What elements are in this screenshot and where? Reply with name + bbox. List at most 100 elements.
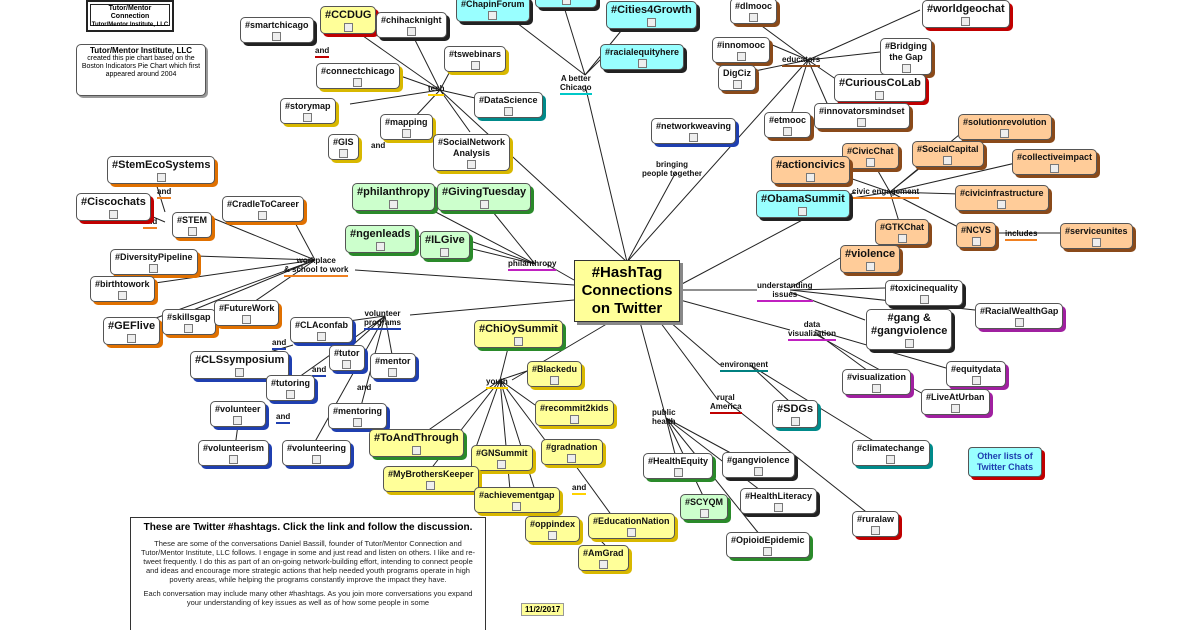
link-icon[interactable] bbox=[470, 61, 480, 70]
node-educationnation[interactable]: #EducationNation bbox=[588, 513, 675, 539]
node-worldgeochat[interactable]: #worldgeochat bbox=[922, 0, 1010, 28]
link-icon[interactable] bbox=[971, 237, 981, 246]
link-icon[interactable] bbox=[753, 467, 763, 476]
node-socialcapital[interactable]: #SocialCapital bbox=[912, 141, 984, 167]
link-icon[interactable] bbox=[673, 468, 683, 477]
link-icon[interactable] bbox=[971, 376, 981, 385]
node-digciz[interactable]: DigCiz bbox=[718, 65, 756, 91]
node-cradletocareer[interactable]: #CradleToCareer bbox=[222, 196, 304, 222]
node-climatechange[interactable]: #climatechange bbox=[852, 440, 930, 466]
link-icon[interactable] bbox=[857, 118, 867, 127]
node-tswebinars[interactable]: #tswebinars bbox=[444, 46, 507, 72]
link-icon[interactable] bbox=[343, 23, 353, 32]
node-stem[interactable]: #STEM bbox=[172, 212, 213, 238]
link-icon[interactable] bbox=[699, 509, 709, 518]
link-icon[interactable] bbox=[550, 376, 560, 385]
tutor-mentor-logo[interactable]: Tutor/Mentor Connection Tutor/Mentor Ins… bbox=[86, 0, 174, 32]
link-icon[interactable] bbox=[479, 200, 489, 209]
link-icon[interactable] bbox=[763, 547, 773, 556]
link-icon[interactable] bbox=[897, 234, 907, 243]
link-icon[interactable] bbox=[901, 64, 911, 73]
node-mybrotherskeeper[interactable]: #MyBrothersKeeper bbox=[383, 466, 479, 492]
link-icon[interactable] bbox=[406, 27, 416, 36]
link-icon[interactable] bbox=[353, 418, 362, 427]
link-icon[interactable] bbox=[229, 455, 239, 464]
link-icon[interactable] bbox=[117, 291, 127, 300]
link-icon[interactable] bbox=[790, 417, 800, 426]
node-tutor[interactable]: #tutor bbox=[329, 345, 365, 371]
link-icon[interactable] bbox=[798, 207, 808, 216]
link-icon[interactable] bbox=[569, 415, 579, 424]
link-icon[interactable] bbox=[904, 339, 914, 348]
node-ccdug[interactable]: #CCDUG bbox=[320, 6, 377, 34]
link-icon[interactable] bbox=[286, 390, 295, 399]
node-mentoring[interactable]: #mentoring bbox=[328, 403, 388, 429]
link-icon[interactable] bbox=[626, 528, 636, 537]
node-sdgs[interactable]: #SDGs bbox=[772, 400, 819, 428]
center-node[interactable]: #HashTag Connections on Twitter bbox=[574, 260, 680, 322]
node-obamasummit[interactable]: #ObamaSummit bbox=[756, 190, 850, 218]
node-innomooc[interactable]: #innomooc bbox=[712, 37, 771, 63]
node-smartchicago[interactable]: #smartchicago bbox=[240, 17, 314, 43]
link-icon[interactable] bbox=[388, 368, 398, 377]
node-healthliteracy[interactable]: #HealthLiteracy bbox=[740, 488, 818, 514]
link-icon[interactable] bbox=[233, 416, 243, 425]
link-icon[interactable] bbox=[1050, 164, 1060, 173]
node-visualization[interactable]: #visualization bbox=[842, 369, 912, 395]
node-equitydata[interactable]: #equitydata bbox=[946, 361, 1007, 387]
node-gtkchat[interactable]: #GTKChat bbox=[875, 219, 930, 245]
link-icon[interactable] bbox=[943, 156, 953, 165]
node-datascience[interactable]: #DataScience bbox=[474, 92, 543, 118]
node-toandthrough[interactable]: #ToAndThrough bbox=[369, 429, 464, 457]
node-racialwealthgap[interactable]: #RacialWealthGap bbox=[975, 303, 1064, 329]
link-icon[interactable] bbox=[646, 18, 656, 27]
node-cities4growth[interactable]: #Cities4Growth bbox=[606, 1, 697, 29]
node-gangviolence[interactable]: #gangviolence bbox=[722, 452, 795, 478]
node-blackedu[interactable]: #Blackedu bbox=[527, 361, 583, 387]
node-curiouscolab[interactable]: #CuriousCoLab bbox=[834, 74, 926, 102]
link-icon[interactable] bbox=[875, 91, 885, 100]
link-icon[interactable] bbox=[950, 404, 960, 413]
node-achievementgap[interactable]: #achievementgap bbox=[474, 487, 560, 513]
link-icon[interactable] bbox=[886, 455, 896, 464]
link-icon[interactable] bbox=[512, 502, 522, 511]
link-icon[interactable] bbox=[187, 227, 197, 236]
node-chioysummit[interactable]: #ChiOySummit bbox=[474, 320, 563, 348]
link-icon[interactable] bbox=[272, 32, 282, 41]
node-givingtuesday[interactable]: #GivingTuesday bbox=[437, 183, 532, 211]
node-gis[interactable]: #GIS bbox=[328, 134, 359, 160]
link-icon[interactable] bbox=[303, 113, 313, 122]
link-icon[interactable] bbox=[258, 211, 268, 220]
node-civicchat[interactable]: #CivicChat bbox=[842, 143, 899, 169]
node-liveaturban[interactable]: #LiveAtUrban bbox=[921, 389, 990, 415]
node-scyqm[interactable]: #SCYQM bbox=[680, 494, 729, 520]
link-icon[interactable] bbox=[749, 13, 758, 22]
node-geflive[interactable]: #GEFlive bbox=[103, 317, 161, 345]
node-connectchicago[interactable]: #connectchicago bbox=[316, 63, 400, 89]
link-icon[interactable] bbox=[388, 200, 398, 209]
node-philanthropy[interactable]: #philanthropy bbox=[352, 183, 435, 211]
link-icon[interactable] bbox=[1000, 129, 1010, 138]
link-icon[interactable] bbox=[411, 446, 421, 455]
node-solutionrevolution[interactable]: #solutionrevolution bbox=[958, 114, 1052, 140]
link-icon[interactable] bbox=[440, 248, 450, 257]
link-icon[interactable] bbox=[806, 173, 816, 182]
link-icon[interactable] bbox=[783, 127, 792, 136]
node-claconfab[interactable]: #CLAconfab bbox=[290, 317, 354, 343]
node-gnsummit[interactable]: #GNSummit bbox=[471, 445, 533, 471]
link-icon[interactable] bbox=[919, 295, 929, 304]
node-diversitypipeline[interactable]: #DiversityPipeline bbox=[110, 249, 198, 275]
node-toxicinequality[interactable]: #toxicinequality bbox=[885, 280, 964, 306]
link-icon[interactable] bbox=[375, 242, 385, 251]
node-chapinforum[interactable]: #ChapinForum bbox=[456, 0, 530, 22]
link-icon[interactable] bbox=[598, 560, 608, 569]
link-icon[interactable] bbox=[872, 384, 882, 393]
node-skillsgap[interactable]: #skillsgap bbox=[162, 309, 216, 335]
node-mentor[interactable]: #mentor bbox=[370, 353, 416, 379]
link-icon[interactable] bbox=[497, 460, 507, 469]
link-icon[interactable] bbox=[127, 334, 137, 343]
node-partial-top[interactable] bbox=[535, 0, 597, 8]
link-icon[interactable] bbox=[561, 0, 571, 5]
node-volunteer[interactable]: #volunteer bbox=[210, 401, 266, 427]
